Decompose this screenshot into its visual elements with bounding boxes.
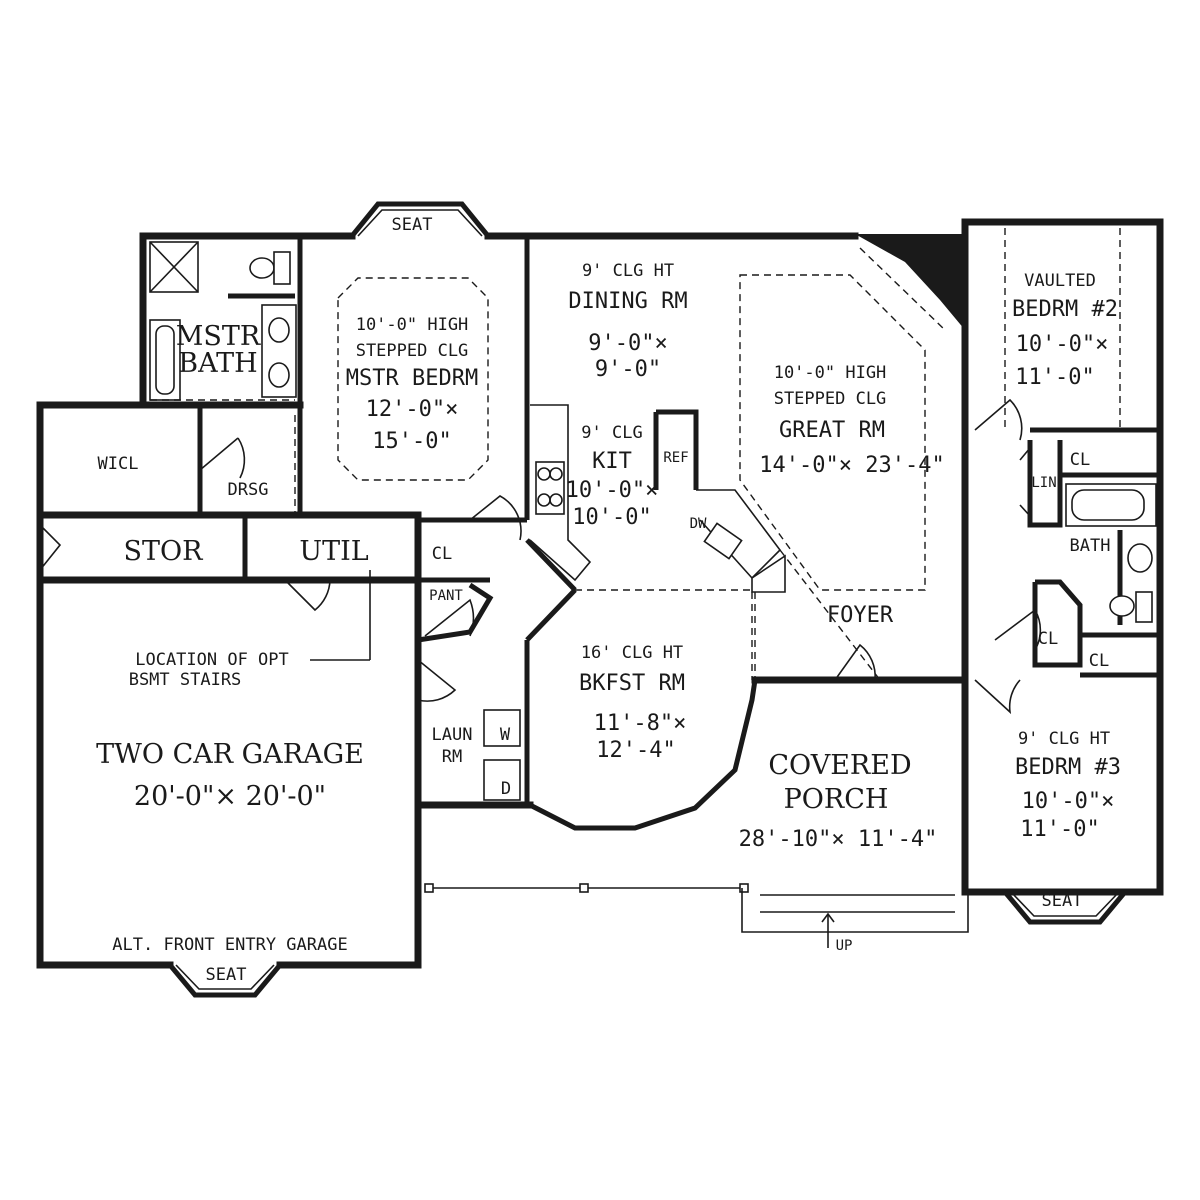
room-labels: SEAT MSTR BATH 10'-0" HIGH STEPPED CLG M… [96, 215, 1121, 985]
alt-garage-label: ALT. FRONT ENTRY GARAGE [112, 935, 347, 955]
bedrm2-name: BEDRM #2 [1012, 297, 1118, 322]
bedrm3-size-1: 10'-0"× [1022, 789, 1115, 814]
mstr-bath-label-1: MSTR [176, 321, 261, 352]
mstr-bath-label-2: BATH [178, 348, 257, 379]
porch-steps [424, 883, 969, 948]
bedrm3-ceiling: 9' CLG HT [1018, 729, 1110, 749]
seat-top-label: SEAT [392, 215, 433, 235]
bedroom-wing-interior [974, 228, 1160, 715]
bedrm3-size-2: 11'-0" [1020, 817, 1099, 842]
great-ceiling-2: STEPPED CLG [774, 389, 887, 409]
kit-name: KIT [592, 449, 632, 474]
walls [36, 218, 1164, 969]
drsg-label: DRSG [228, 480, 269, 500]
bkfst-size-2: 12'-4" [596, 738, 675, 763]
stor-label: STOR [124, 536, 204, 567]
garage-size: 20'-0"× 20'-0" [134, 781, 326, 812]
kit-ceiling: 9' CLG [581, 423, 642, 443]
laun-label-1: LAUN [432, 725, 473, 745]
cl-label-wing-mid: CL [1038, 629, 1058, 649]
porch-name-1: COVERED [768, 750, 911, 781]
dining-size-1: 9'-0"× [588, 331, 667, 356]
cl-label-wing-low: CL [1089, 651, 1109, 671]
mstr-bedrm-ceiling-1: 10'-0" HIGH [356, 315, 469, 335]
mstr-bedrm-size-1: 12'-0"× [366, 397, 459, 422]
seat-garage-label: SEAT [206, 965, 247, 985]
bsmt-note-1: LOCATION OF OPT [135, 650, 289, 670]
porch-size: 28'-10"× 11'-4" [739, 827, 938, 852]
bedrm2-size-1: 10'-0"× [1016, 332, 1109, 357]
bkfst-ceiling: 16' CLG HT [581, 643, 683, 663]
front-door [834, 643, 876, 681]
cl-label-kitchen: CL [432, 544, 452, 564]
bkfst-name: BKFST RM [579, 671, 685, 696]
stepped-ceiling-outline [337, 277, 489, 481]
porch-name-2: PORCH [784, 784, 889, 815]
bedrm3-name: BEDRM #3 [1015, 755, 1121, 780]
bedrm2-size-2: 11'-0" [1015, 365, 1094, 390]
dining-name: DINING RM [568, 289, 687, 314]
great-size: 14'-0"× 23'-4" [759, 453, 944, 478]
dw-label: DW [690, 516, 707, 532]
pant-label: PANT [429, 588, 463, 604]
mstr-bedrm-ceiling-2: STEPPED CLG [356, 341, 469, 361]
bedrm2-ceiling: VAULTED [1024, 271, 1096, 291]
mstr-bedrm-size-2: 15'-0" [372, 429, 451, 454]
breakfast-bay [528, 679, 758, 831]
bkfst-size-1: 11'-8"× [594, 711, 687, 736]
master-bath-fixtures [149, 241, 297, 515]
mstr-bedrm-name: MSTR BEDRM [346, 366, 478, 391]
dining-size-2: 9'-0" [595, 357, 661, 382]
cl-label-wing-top: CL [1070, 450, 1090, 470]
garage-name: TWO CAR GARAGE [96, 739, 364, 770]
dining-ceiling: 9' CLG HT [582, 261, 674, 281]
kit-size-1: 10'-0"× [566, 478, 659, 503]
bay-windows [168, 201, 1127, 998]
ref-label: REF [663, 450, 688, 466]
up-label: UP [836, 938, 853, 954]
laun-label-2: RM [442, 747, 462, 767]
kit-size-2: 10'-0" [572, 505, 651, 530]
utility-closets [39, 495, 522, 801]
foyer-label: FOYER [827, 603, 894, 628]
kitchen-fixtures [525, 247, 946, 681]
bath-label: BATH [1070, 536, 1111, 556]
great-room-ceiling-outline [739, 274, 926, 591]
great-name: GREAT RM [779, 418, 885, 443]
washer-label: W [500, 725, 511, 745]
seat-bedrm3-label: SEAT [1042, 891, 1083, 911]
util-label: UTIL [299, 536, 368, 567]
bsmt-note-2: BSMT STAIRS [129, 670, 242, 690]
great-ceiling-1: 10'-0" HIGH [774, 363, 887, 383]
lin-label: LIN [1031, 475, 1056, 491]
wicl-label: WICL [98, 454, 139, 474]
dryer-label: D [501, 779, 511, 799]
